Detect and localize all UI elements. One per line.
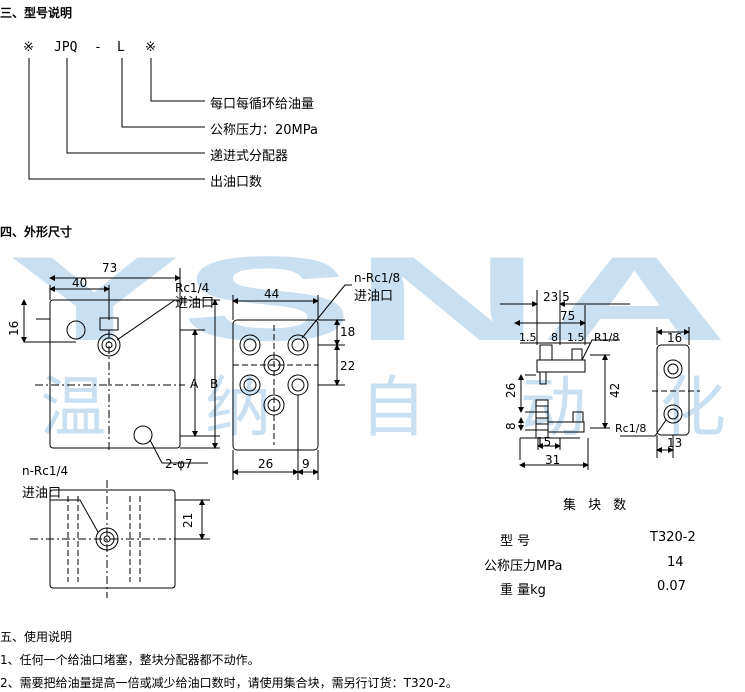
dim-23-5: 23.5 — [543, 290, 570, 304]
block-row-value-3: 0.07 — [657, 579, 686, 594]
dim-26: 26 — [258, 457, 273, 471]
dim-A: A — [190, 377, 199, 391]
dim-2-phi7: 2-φ7 — [165, 457, 193, 471]
usage-line-1: 1、任何一个给油口堵塞，整块分配器都不动作。 — [0, 653, 260, 667]
nrc14-label: n-Rc1/4 — [22, 464, 68, 478]
watermark-cjk-3: 自 — [360, 369, 426, 446]
drawing2 — [232, 284, 352, 480]
dim-75: 75 — [560, 309, 575, 323]
section3-heading: 三、型号说明 — [0, 6, 73, 20]
dim-8: 8 — [551, 331, 558, 344]
nrc18-label: n-Rc1/8 — [354, 271, 400, 285]
dim-73: 73 — [102, 261, 117, 275]
inlet-label-3: 进油口 — [22, 486, 61, 501]
drawing4 — [500, 290, 630, 470]
dim-22: 22 — [340, 359, 355, 373]
watermark-cjk-4: 动 — [520, 369, 586, 446]
type-mark-2: ※ — [145, 40, 156, 55]
inlet-label-1: 进油口 — [175, 296, 214, 311]
watermark-latin: YSNA — [8, 232, 728, 366]
dim-16: 16 — [7, 321, 21, 336]
dim-rc18: Rc1/8 — [615, 422, 646, 435]
dim-1-5a: 1.5 — [519, 331, 537, 344]
section4-heading: 四、外形尺寸 — [0, 225, 73, 239]
dim-9: 9 — [302, 457, 310, 471]
dim-40: 40 — [72, 276, 87, 290]
dim-B: B — [210, 377, 218, 391]
dim-8b: 8 — [504, 422, 518, 430]
dim-1-5b: 1.5 — [567, 331, 585, 344]
type-item-3: 递进式分配器 — [210, 149, 289, 164]
drawing5 — [620, 327, 700, 458]
dim-26b: 26 — [504, 383, 518, 398]
type-item-4: 出油口数 — [210, 175, 263, 190]
drawing1 — [21, 268, 220, 464]
type-letter: L — [117, 40, 125, 55]
block-row-label-1: 型 号 — [500, 534, 531, 549]
section5-heading: 五、使用说明 — [0, 630, 73, 644]
type-mark-1: ※ — [23, 40, 34, 55]
dim-18: 18 — [340, 325, 355, 339]
dim-44: 44 — [264, 287, 279, 301]
dim-r18: R1/8 — [594, 331, 619, 344]
type-code-leaders — [28, 58, 205, 180]
block-row-value-1: T320-2 — [650, 530, 696, 545]
usage-line-2: 2、需要把给油量提高一倍或减少给油口数时，请使用集合块，需另行订货：T320-2… — [0, 676, 458, 690]
dim-15: 15 — [536, 435, 551, 449]
block-row-value-2: 14 — [667, 555, 684, 570]
watermark-cjk-1: 温 — [40, 369, 106, 446]
rc14-label: Rc1/4 — [175, 281, 209, 295]
block-row-label-2: 公称压力MPa — [484, 559, 563, 574]
type-dash: - — [94, 40, 102, 55]
block-table-title: 集 块 数 — [563, 498, 631, 513]
watermark-cjk-5: 化 — [660, 369, 726, 446]
dim-42: 42 — [608, 383, 622, 398]
dim-31: 31 — [545, 453, 560, 467]
inlet-label-2: 进油口 — [354, 289, 393, 304]
block-row-label-3: 重 量kg — [500, 583, 546, 598]
dim-21: 21 — [181, 513, 195, 528]
drawing3 — [30, 480, 210, 598]
dim-16b: 16 — [667, 331, 682, 345]
dim-13: 13 — [667, 436, 682, 450]
type-item-2: 公称压力：20MPa — [210, 123, 318, 138]
type-item-1: 每口每循环给油量 — [210, 97, 315, 112]
type-model: JPQ — [54, 40, 78, 55]
